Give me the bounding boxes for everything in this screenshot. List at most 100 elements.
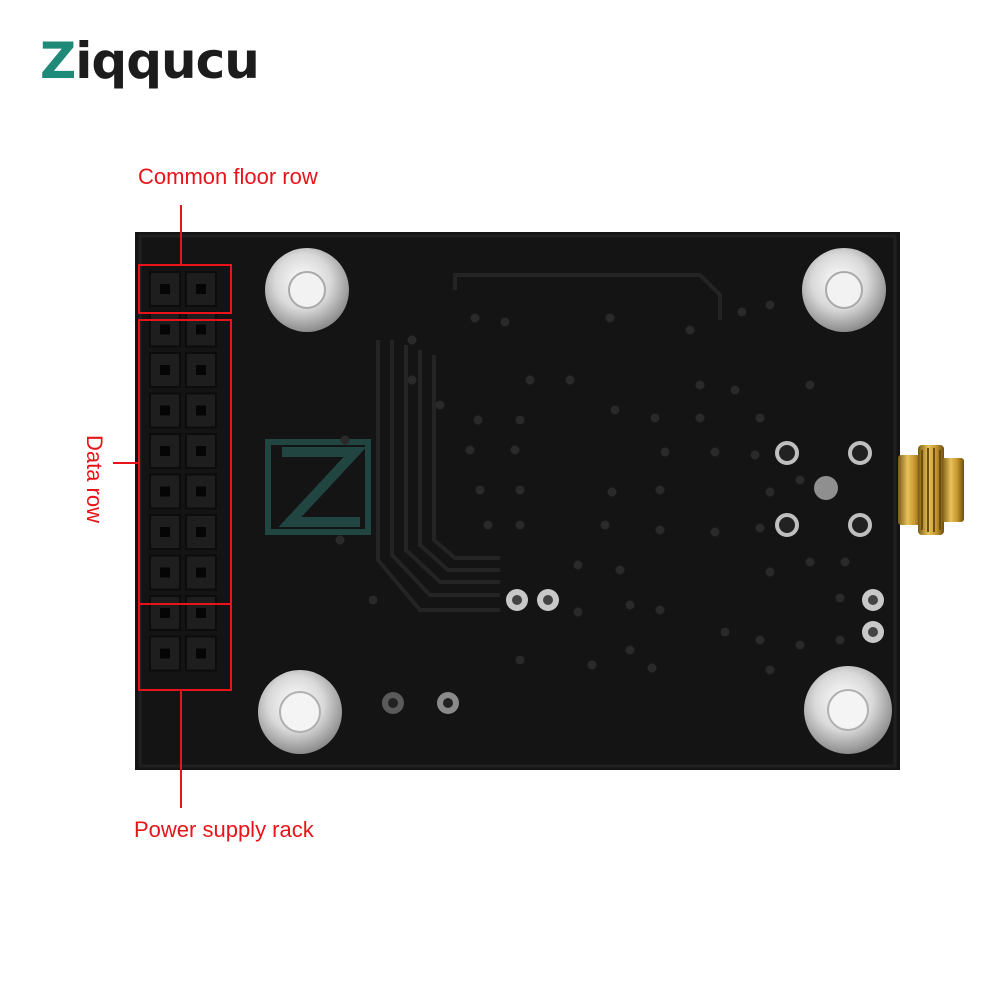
pcb-via [660, 447, 670, 457]
header-pin-hole [196, 608, 206, 618]
pcb-via [710, 447, 720, 457]
header-pin-hole [196, 446, 206, 456]
pcb-via [720, 627, 730, 637]
header-pin-hole [196, 486, 206, 497]
header-pin-hole [160, 324, 170, 335]
pcb-via [435, 400, 445, 410]
pcb-via [755, 523, 765, 533]
logo-first-letter: Z [40, 32, 76, 90]
pcb-via [647, 663, 657, 673]
pcb-via [573, 607, 583, 617]
pcb-via [500, 317, 510, 327]
pcb-via [765, 487, 775, 497]
header-pin-hole [196, 365, 206, 375]
header-pin-hole [196, 284, 206, 294]
header-socket [185, 352, 217, 388]
pcb-via [407, 335, 417, 345]
screw-bottom-right [804, 666, 892, 754]
data-row-label: Data row [82, 434, 107, 524]
pcb-via [730, 385, 740, 395]
pcb-via [368, 595, 378, 605]
header-pin-hole [160, 648, 170, 659]
pcb-via [685, 325, 695, 335]
pcb-via [587, 660, 597, 670]
pcb-via [465, 445, 475, 455]
pcb-via [573, 560, 583, 570]
pcb-via [335, 535, 345, 545]
header-pin-hole [196, 324, 206, 335]
pcb-via [840, 557, 850, 567]
sma-pads [775, 441, 872, 537]
pcb-via [737, 307, 747, 317]
pcb-via [473, 415, 483, 425]
pcb-via [600, 520, 610, 530]
pcb-via [655, 485, 665, 495]
pcb-via [655, 605, 665, 615]
header-pin-hole [160, 527, 170, 537]
pcb-via [483, 520, 493, 530]
pcb-via [695, 413, 705, 423]
pcb-via [475, 485, 485, 495]
pcb-via [407, 375, 417, 385]
header-pin-hole [196, 567, 206, 578]
pcb-via [625, 600, 635, 610]
header-pin-hole [196, 405, 206, 416]
silver-pads [382, 589, 884, 714]
header-pin-hole [160, 486, 170, 497]
pcb-via [755, 635, 765, 645]
power-supply-box [138, 603, 232, 691]
watermark-z [265, 439, 371, 535]
power-supply-rack-label: Power supply rack [134, 817, 314, 842]
header-pin-hole [160, 608, 170, 618]
screw-bottom-left [258, 670, 342, 754]
header-pin-hole [160, 405, 170, 416]
header-pin-hole [160, 446, 170, 456]
pcb-via [510, 445, 520, 455]
common-floor-box [138, 264, 232, 314]
header-pin-hole [160, 284, 170, 294]
pcb-via [340, 435, 350, 445]
header-pin-hole [196, 527, 206, 537]
pcb-via [565, 375, 575, 385]
pcb-board [135, 232, 900, 770]
pcb-via [625, 645, 635, 655]
pin-header [149, 271, 217, 672]
pcb-via [835, 635, 845, 645]
pcb-via [615, 565, 625, 575]
pcb-via [470, 313, 480, 323]
pcb-via [765, 300, 775, 310]
screw-top-left [265, 248, 349, 332]
sma-connector-icon [898, 445, 964, 535]
pcb-via [525, 375, 535, 385]
header-pin-hole [160, 365, 170, 375]
pcb-vias [335, 300, 850, 675]
pcb-via [750, 450, 760, 460]
brand-logo: Ziqqucu [40, 36, 260, 86]
common-floor-row-label: Common floor row [138, 164, 318, 189]
pcb-via [650, 413, 660, 423]
pcb-via [835, 593, 845, 603]
pcb-via [695, 380, 705, 390]
pcb-via [805, 380, 815, 390]
pcb-via [755, 413, 765, 423]
header-pin-hole [196, 648, 206, 659]
header-pin-hole [160, 567, 170, 578]
pcb-via [515, 655, 525, 665]
pcb-via [515, 485, 525, 495]
pcb-via [607, 487, 617, 497]
logo-rest: iqqucu [75, 32, 260, 90]
pcb-via [515, 415, 525, 425]
pcb-via [610, 405, 620, 415]
header-socket [149, 271, 181, 307]
screw-top-right [802, 248, 886, 332]
pcb-via [710, 527, 720, 537]
pcb-via [795, 640, 805, 650]
pcb-via [795, 475, 805, 485]
pcb-via [765, 567, 775, 577]
pcb-via [605, 313, 615, 323]
pcb-via [765, 665, 775, 675]
pcb-via [655, 525, 665, 535]
pcb-via [515, 520, 525, 530]
pcb-traces [376, 273, 722, 612]
